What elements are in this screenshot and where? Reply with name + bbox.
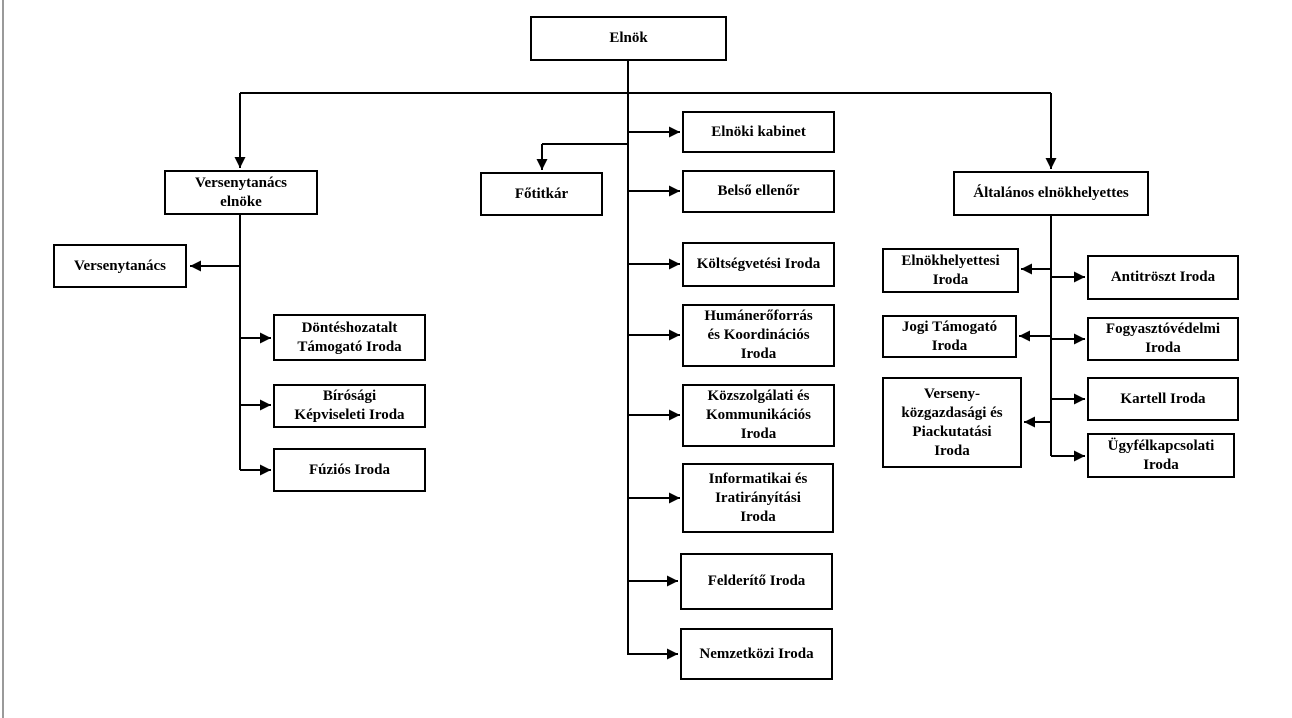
- org-node-humaneroforras-iroda: Humánerőforrás és Koordinációs Iroda: [682, 304, 835, 367]
- org-node-fuzios-iroda: Fúziós Iroda: [273, 448, 426, 492]
- org-node-altalanos-elnokhelyettes: Általános elnökhelyettes: [953, 171, 1149, 216]
- org-node-koltsegvetesi-iroda: Költségvetési Iroda: [682, 242, 835, 287]
- org-node-informatikai-iroda: Informatikai és Iratirányítási Iroda: [682, 463, 834, 533]
- org-node-elnok: Elnök: [530, 16, 727, 61]
- org-node-versenytanacs-elnoke: Versenytanács elnöke: [164, 170, 318, 215]
- org-node-elnokhelyettesi-iroda: Elnökhelyettesi Iroda: [882, 248, 1019, 293]
- org-node-antitroszt-iroda: Antitröszt Iroda: [1087, 255, 1239, 300]
- page-edge-line: [2, 0, 4, 718]
- org-node-fogyasztovedelmi-iroda: Fogyasztóvédelmi Iroda: [1087, 317, 1239, 361]
- org-node-fotitkar: Főtitkár: [480, 172, 603, 216]
- org-node-elnoki-kabinet: Elnöki kabinet: [682, 111, 835, 153]
- org-node-verseny-kozgazdasagi-iroda: Verseny- közgazdasági és Piackutatási Ir…: [882, 377, 1022, 468]
- org-node-kozszolgalati-iroda: Közszolgálati és Kommunikációs Iroda: [682, 384, 835, 447]
- org-node-versenytanacs: Versenytanács: [53, 244, 187, 288]
- org-node-birosagi-kepviseleti-iroda: Bírósági Képviseleti Iroda: [273, 384, 426, 428]
- org-node-ugyfelkapcsolati-iroda: Ügyfélkapcsolati Iroda: [1087, 433, 1235, 478]
- org-node-jogi-tamogato-iroda: Jogi Támogató Iroda: [882, 315, 1017, 358]
- org-node-kartell-iroda: Kartell Iroda: [1087, 377, 1239, 421]
- org-node-nemzetkozi-iroda: Nemzetközi Iroda: [680, 628, 833, 680]
- org-node-felderito-iroda: Felderítő Iroda: [680, 553, 833, 610]
- org-node-donteshozatalt-tamogato-iroda: Döntéshozatalt Támogató Iroda: [273, 314, 426, 361]
- org-node-belso-ellenor: Belső ellenőr: [682, 170, 835, 213]
